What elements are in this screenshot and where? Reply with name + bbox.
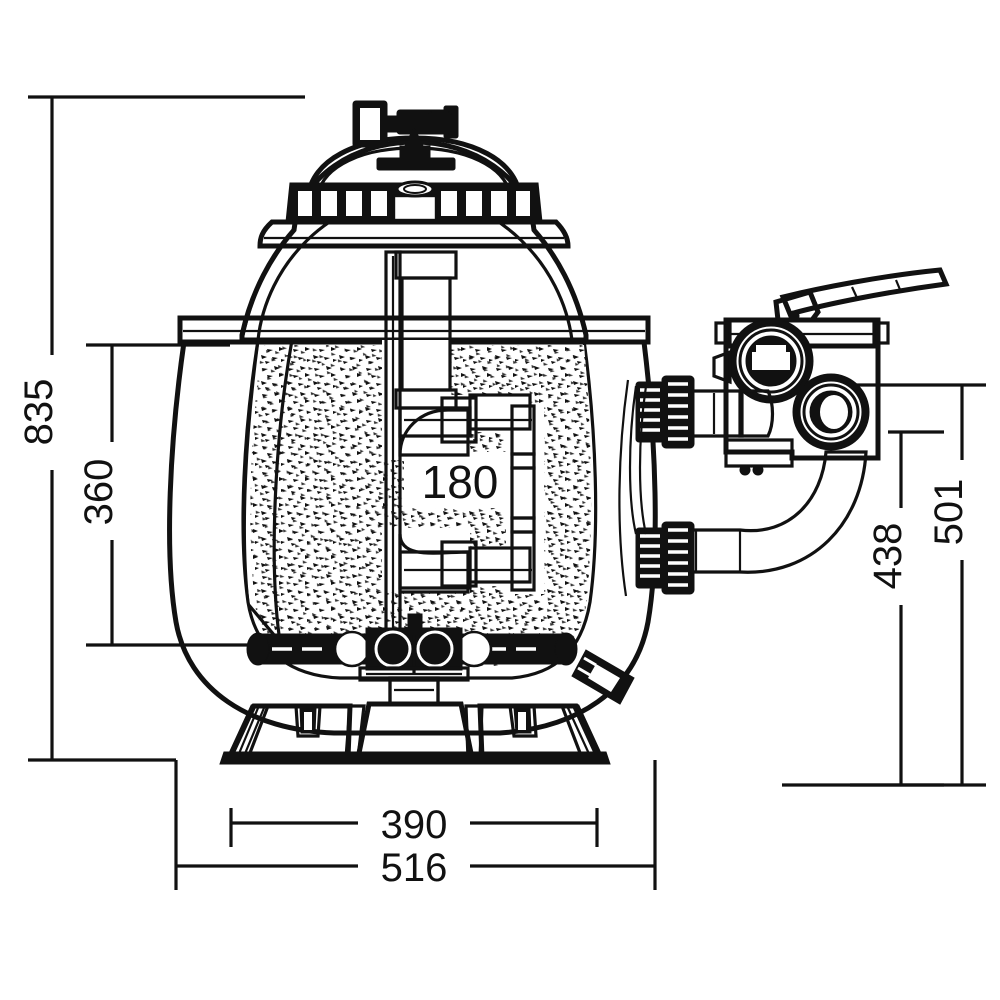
union-nut-upper — [635, 375, 695, 449]
air-relief-valve — [352, 100, 459, 171]
dimension-438: 438 — [850, 430, 944, 787]
tank-base — [219, 701, 611, 765]
dimension-516: 516 — [174, 760, 657, 890]
dimension-390: 390 — [229, 803, 599, 847]
union-nut-lower — [635, 521, 695, 595]
valve-lower-port — [792, 373, 870, 451]
dimension-label-438: 438 — [866, 523, 910, 590]
internal-hardware — [246, 250, 578, 706]
dimension-label-501: 501 — [927, 479, 971, 546]
dimension-label-835: 835 — [17, 379, 61, 446]
dimension-label-180: 180 — [422, 456, 499, 508]
dimension-lines-group: 835 360 501 438 — [17, 95, 986, 890]
multiport-valve — [686, 267, 950, 476]
dimension-360: 360 — [77, 343, 352, 647]
valve-handle[interactable] — [773, 267, 950, 323]
drain-plug — [388, 676, 440, 706]
clamp-ring — [285, 180, 543, 223]
dimension-label-516: 516 — [381, 846, 448, 890]
dimension-label-390: 390 — [381, 803, 448, 847]
union-connections — [618, 375, 868, 597]
lateral-assembly — [246, 626, 578, 706]
valve-upper-port — [728, 318, 814, 404]
side-bracket — [571, 649, 635, 705]
internal-riser-rod — [510, 404, 536, 592]
elbow-pipe — [690, 450, 868, 574]
upper-internal-elbow — [398, 393, 532, 457]
dimension-835: 835 — [17, 95, 305, 762]
dimension-label-360: 360 — [77, 459, 121, 526]
